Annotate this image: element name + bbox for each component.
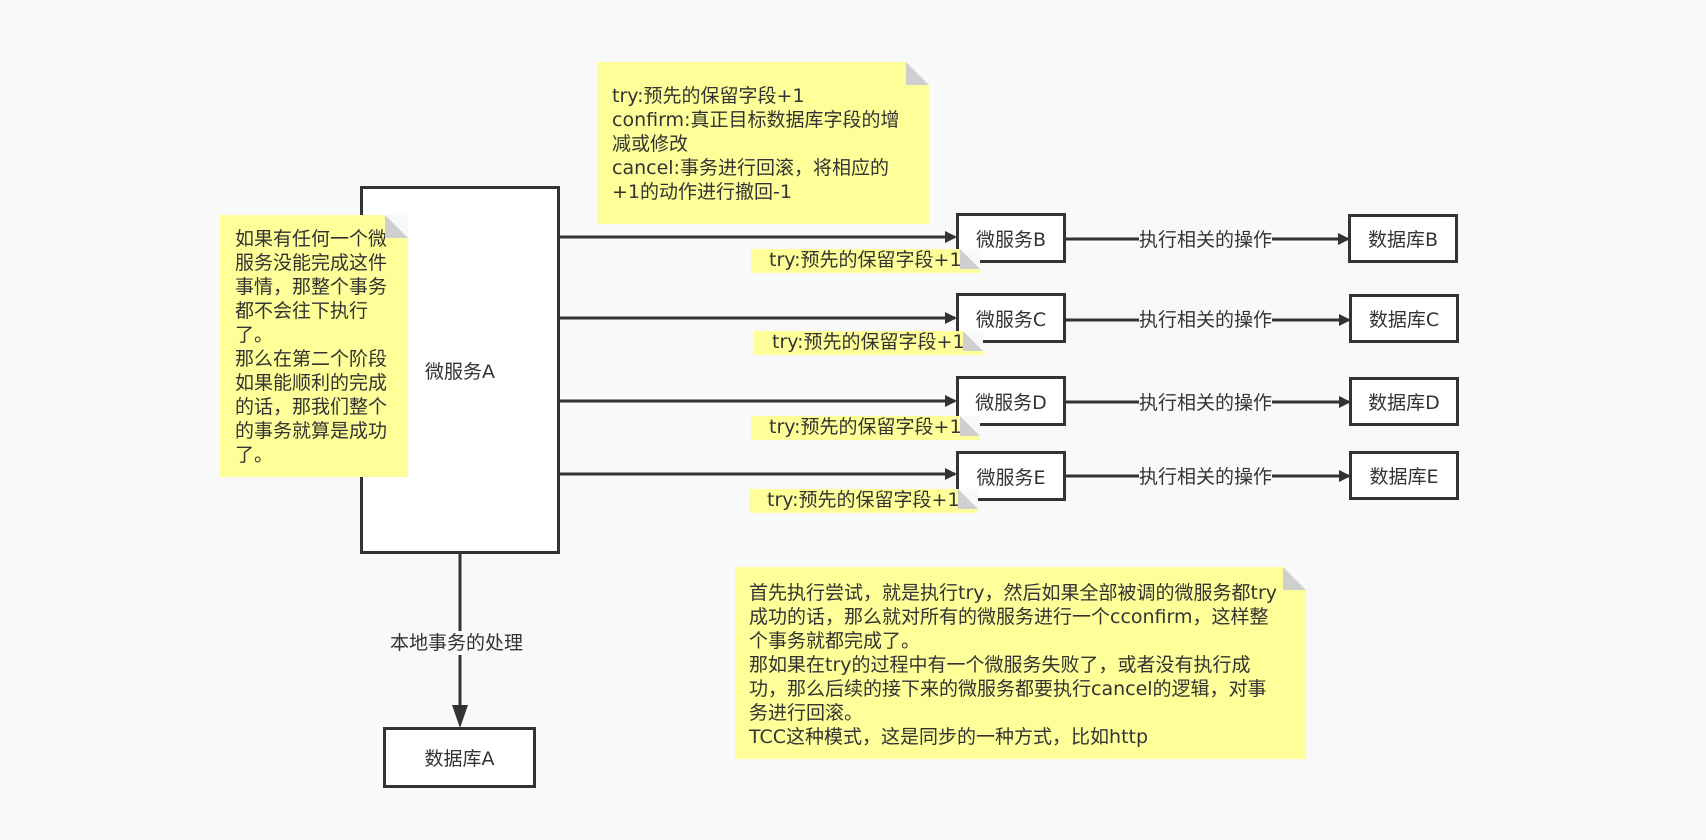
note-tcc-phases-text: try:预先的保留字段+1 confirm:真正目标数据库字段的增 减或修改 c… <box>612 85 900 203</box>
database-e-node[interactable]: 数据库E <box>1349 451 1459 500</box>
note-process-explanation: 首先执行尝试，就是执行try，然后如果全部被调的微服务都try 成功的话，那么就… <box>735 567 1306 759</box>
service-e-label: 微服务E <box>976 466 1046 489</box>
fold-corner-icon <box>906 62 929 85</box>
database-b-label: 数据库B <box>1367 229 1439 251</box>
fold-corner-icon <box>1283 567 1306 590</box>
database-a-node[interactable]: 数据库A <box>383 727 536 788</box>
edge-label-execute-b: 执行相关的操作 <box>1139 228 1273 252</box>
fold-corner-icon <box>963 331 983 351</box>
database-e-label: 数据库E <box>1369 466 1439 488</box>
database-d-node[interactable]: 数据库D <box>1349 377 1459 426</box>
fold-corner-icon <box>960 416 980 436</box>
fold-corner-icon <box>958 489 978 509</box>
try-tag-d-text: try:预先的保留字段+1 <box>769 416 962 438</box>
arrowhead-db-a <box>452 705 468 728</box>
try-tag-d: try:预先的保留字段+1 <box>751 416 980 440</box>
note-failure-rule-text: 如果有任何一个微 服务没能完成这件 事情，那整个事务 都不会往下执行 了。 那么… <box>235 228 388 466</box>
service-b-node[interactable]: 微服务B <box>956 213 1066 263</box>
database-d-label: 数据库D <box>1368 392 1440 414</box>
service-b-label: 微服务B <box>975 228 1047 251</box>
note-tcc-phases: try:预先的保留字段+1 confirm:真正目标数据库字段的增 减或修改 c… <box>597 62 929 224</box>
note-failure-rule: 如果有任何一个微 服务没能完成这件 事情，那整个事务 都不会往下执行 了。 那么… <box>220 215 408 477</box>
edge-label-execute-e: 执行相关的操作 <box>1139 465 1273 489</box>
database-b-node[interactable]: 数据库B <box>1348 214 1458 263</box>
service-d-label: 微服务D <box>975 391 1047 414</box>
note-process-explanation-text: 首先执行尝试，就是执行try，然后如果全部被调的微服务都try 成功的话，那么就… <box>749 582 1278 748</box>
fold-corner-icon <box>385 215 408 238</box>
edge-label-execute-d: 执行相关的操作 <box>1139 391 1273 415</box>
try-tag-c: try:预先的保留字段+1 <box>754 331 983 355</box>
try-tag-c-text: try:预先的保留字段+1 <box>772 331 965 353</box>
try-tag-b-text: try:预先的保留字段+1 <box>769 249 962 271</box>
edge-label-execute-c: 执行相关的操作 <box>1139 308 1273 332</box>
try-tag-e-text: try:预先的保留字段+1 <box>767 489 960 511</box>
edge-label-local-transaction: 本地事务的处理 <box>390 631 524 655</box>
database-c-node[interactable]: 数据库C <box>1349 294 1459 343</box>
service-c-label: 微服务C <box>975 308 1047 331</box>
database-c-label: 数据库C <box>1368 309 1440 331</box>
service-a-label: 微服务A <box>425 360 495 383</box>
fold-corner-icon <box>960 249 980 269</box>
database-a-label: 数据库A <box>424 748 495 770</box>
try-tag-e: try:预先的保留字段+1 <box>749 489 978 513</box>
try-tag-b: try:预先的保留字段+1 <box>751 249 980 273</box>
